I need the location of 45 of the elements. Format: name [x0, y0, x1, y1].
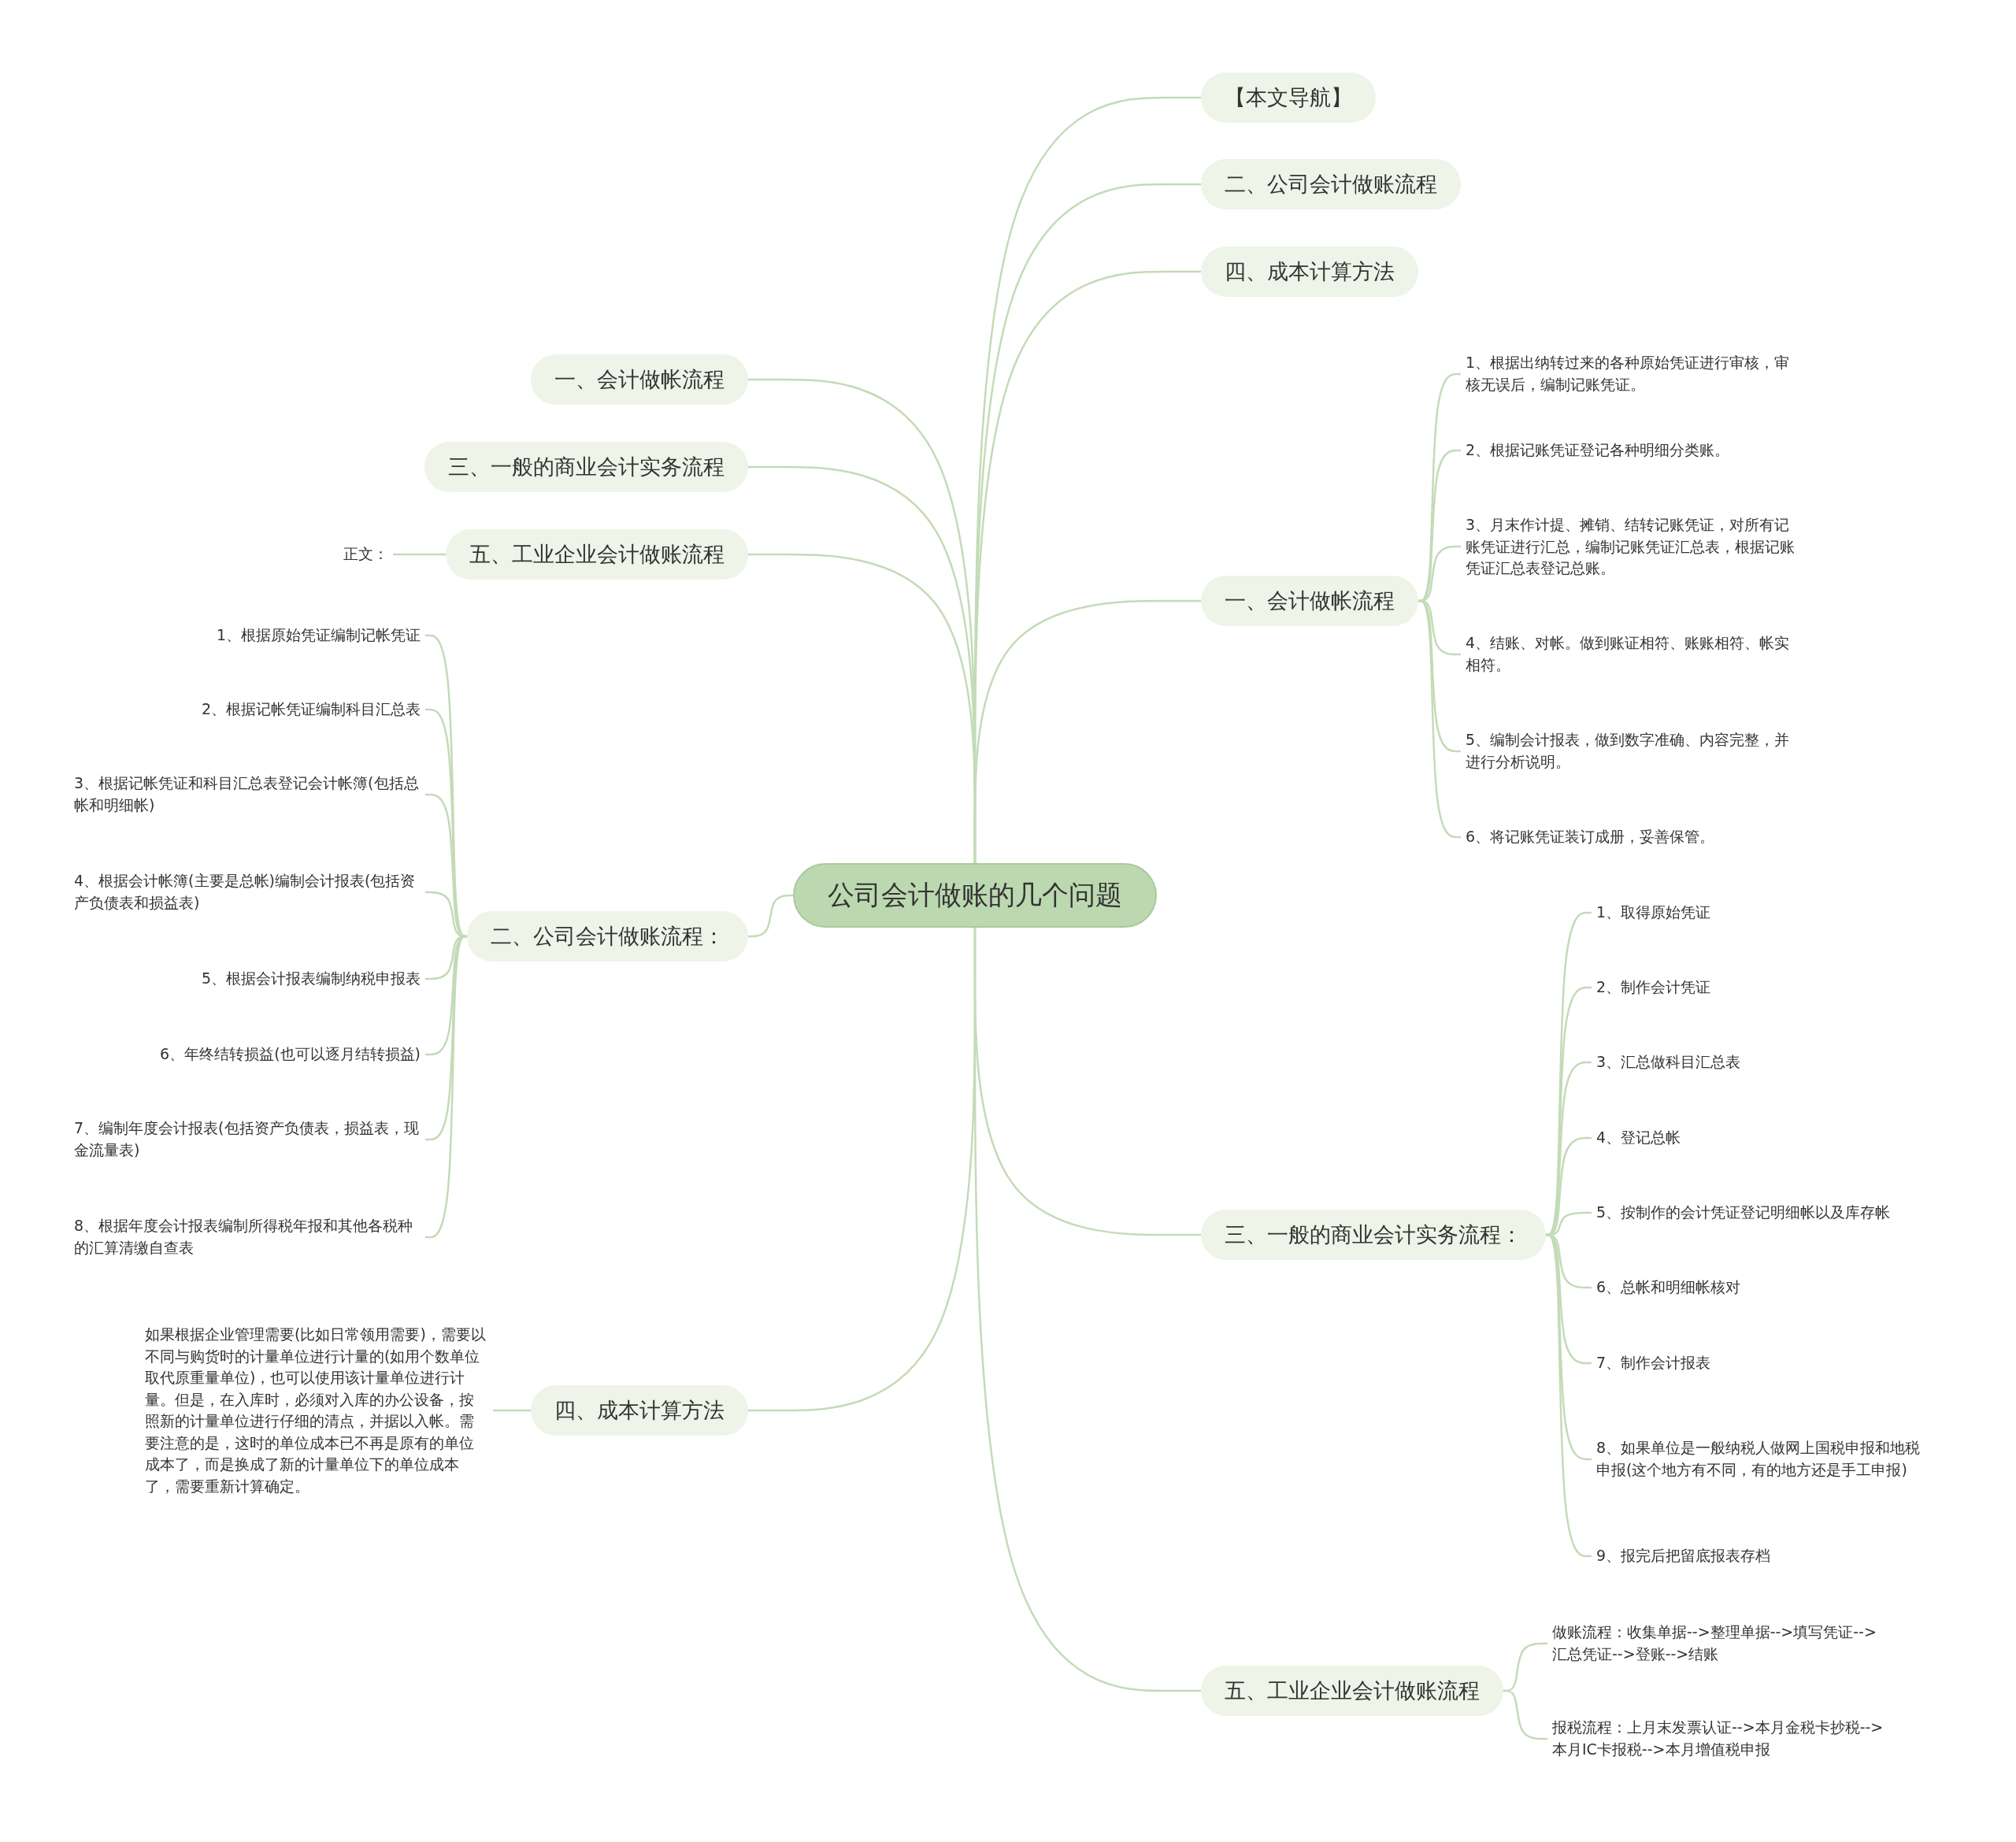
- subtopic-text: 4、根据会计帐簿(主要是总帐)编制会计报表(包括资产负债表和损益表): [74, 870, 421, 914]
- branch-line: [748, 894, 793, 938]
- subtopic-text: 7、制作会计报表: [1596, 1352, 1711, 1374]
- branch-line: [748, 928, 976, 1412]
- topic-box: 一、会计做帐流程: [1201, 576, 1418, 626]
- topic-box: 二、公司会计做账流程：: [467, 911, 748, 962]
- subtopic-text: 3、月末作计提、摊销、结转记账凭证，对所有记账凭证进行汇总，编制记账凭证汇总表，根据记账凭证汇总表登记总账。: [1466, 513, 1804, 580]
- subtopic-text: 5、按制作的会计凭证登记明细帐以及库存帐: [1596, 1202, 1891, 1224]
- subtopic-text: 4、登记总帐: [1596, 1127, 1681, 1149]
- branch-line: [1503, 1689, 1547, 1740]
- branch-line: [493, 1409, 531, 1412]
- subtopic-text: 8、如果单位是一般纳税人做网上国税申报和地税申报(这个地方有不同，有的地方还是手工申报): [1596, 1437, 1931, 1481]
- topic-box: 一、会计做帐流程: [531, 354, 748, 405]
- topic-box: 四、成本计算方法: [531, 1385, 748, 1436]
- subtopic-text: 8、根据年度会计报表编制所得税年报和其他各税种的汇算清缴自查表: [74, 1215, 421, 1259]
- subtopic-text: 5、根据会计报表编制纳税申报表: [201, 968, 421, 990]
- topic-box: 三、一般的商业会计实务流程：: [1201, 1210, 1546, 1260]
- branch-line: [393, 553, 446, 556]
- subtopic-text: 2、制作会计凭证: [1596, 977, 1711, 999]
- subtopic-text: 1、根据出纳转过来的各种原始凭证进行审核，审核无误后，编制记账凭证。: [1466, 352, 1804, 396]
- subtopic-text: 9、报完后把留底报表存档: [1596, 1545, 1771, 1567]
- branch-line: [1418, 599, 1461, 839]
- subtopic-text: 如果根据企业管理需要(比如日常领用需要)，需要以不同与购货时的计量单位进行计量的(如用个数单位取代原重量单位)，也可以使用该计量单位进行计量。但是，在入库时，必须对入库的办公设备，按照新的计量单位进行仔细的清点，并据以入帐。需要注意的是，这时的单位成本已不再是原有的单位成本了，而是换成了新的计量单位下的单位成本了，需要重新计算确定。: [145, 1323, 488, 1498]
- subtopic-text: 1、取得原始凭证: [1596, 902, 1711, 924]
- subtopic-text: 3、汇总做科目汇总表: [1596, 1051, 1741, 1073]
- subtopic-text: 2、根据记帐凭证编制科目汇总表: [201, 699, 421, 721]
- central-topic: 公司会计做账的几个问题: [793, 863, 1157, 928]
- topic-box: 四、成本计算方法: [1201, 246, 1418, 297]
- subtopic-text: 做账流程：收集单据-->整理单据-->填写凭证-->汇总凭证-->登账-->结账: [1552, 1621, 1887, 1666]
- topic-box: 三、一般的商业会计实务流程: [424, 442, 748, 492]
- subtopic-text: 6、将记账凭证装订成册，妥善保管。: [1466, 826, 1715, 848]
- subtopic-text: 2、根据记账凭证登记各种明细分类账。: [1466, 439, 1730, 461]
- topic-box: 【本文导航】: [1201, 72, 1376, 123]
- subtopic-text: 5、编制会计报表，做到数字准确、内容完整，并进行分析说明。: [1466, 729, 1804, 773]
- subtopic-text: 报税流程：上月末发票认证-->本月金税卡抄税-->本月IC卡报税-->本月增值税申报: [1552, 1717, 1887, 1761]
- topic-box: 五、工业企业会计做账流程: [446, 529, 748, 580]
- subtopic-text: 6、年终结转损益(也可以逐月结转损益): [160, 1043, 421, 1066]
- subtopic-text: 3、根据记帐凭证和科目汇总表登记会计帐簿(包括总帐和明细帐): [74, 773, 421, 817]
- subtopic-text: 1、根据原始凭证编制记帐凭证: [216, 625, 421, 647]
- subtopic-text: 4、结账、对帐。做到账证相符、账账相符、帐实相符。: [1466, 632, 1804, 676]
- subtopic-text: 7、编制年度会计报表(包括资产负债表，损益表，现金流量表): [74, 1117, 421, 1162]
- topic-box: 二、公司会计做账流程: [1201, 159, 1461, 209]
- subtopic-text: 6、总帐和明细帐核对: [1596, 1277, 1741, 1299]
- topic-box: 五、工业企业会计做账流程: [1201, 1666, 1503, 1716]
- subtopic-text: 正文：: [343, 543, 388, 565]
